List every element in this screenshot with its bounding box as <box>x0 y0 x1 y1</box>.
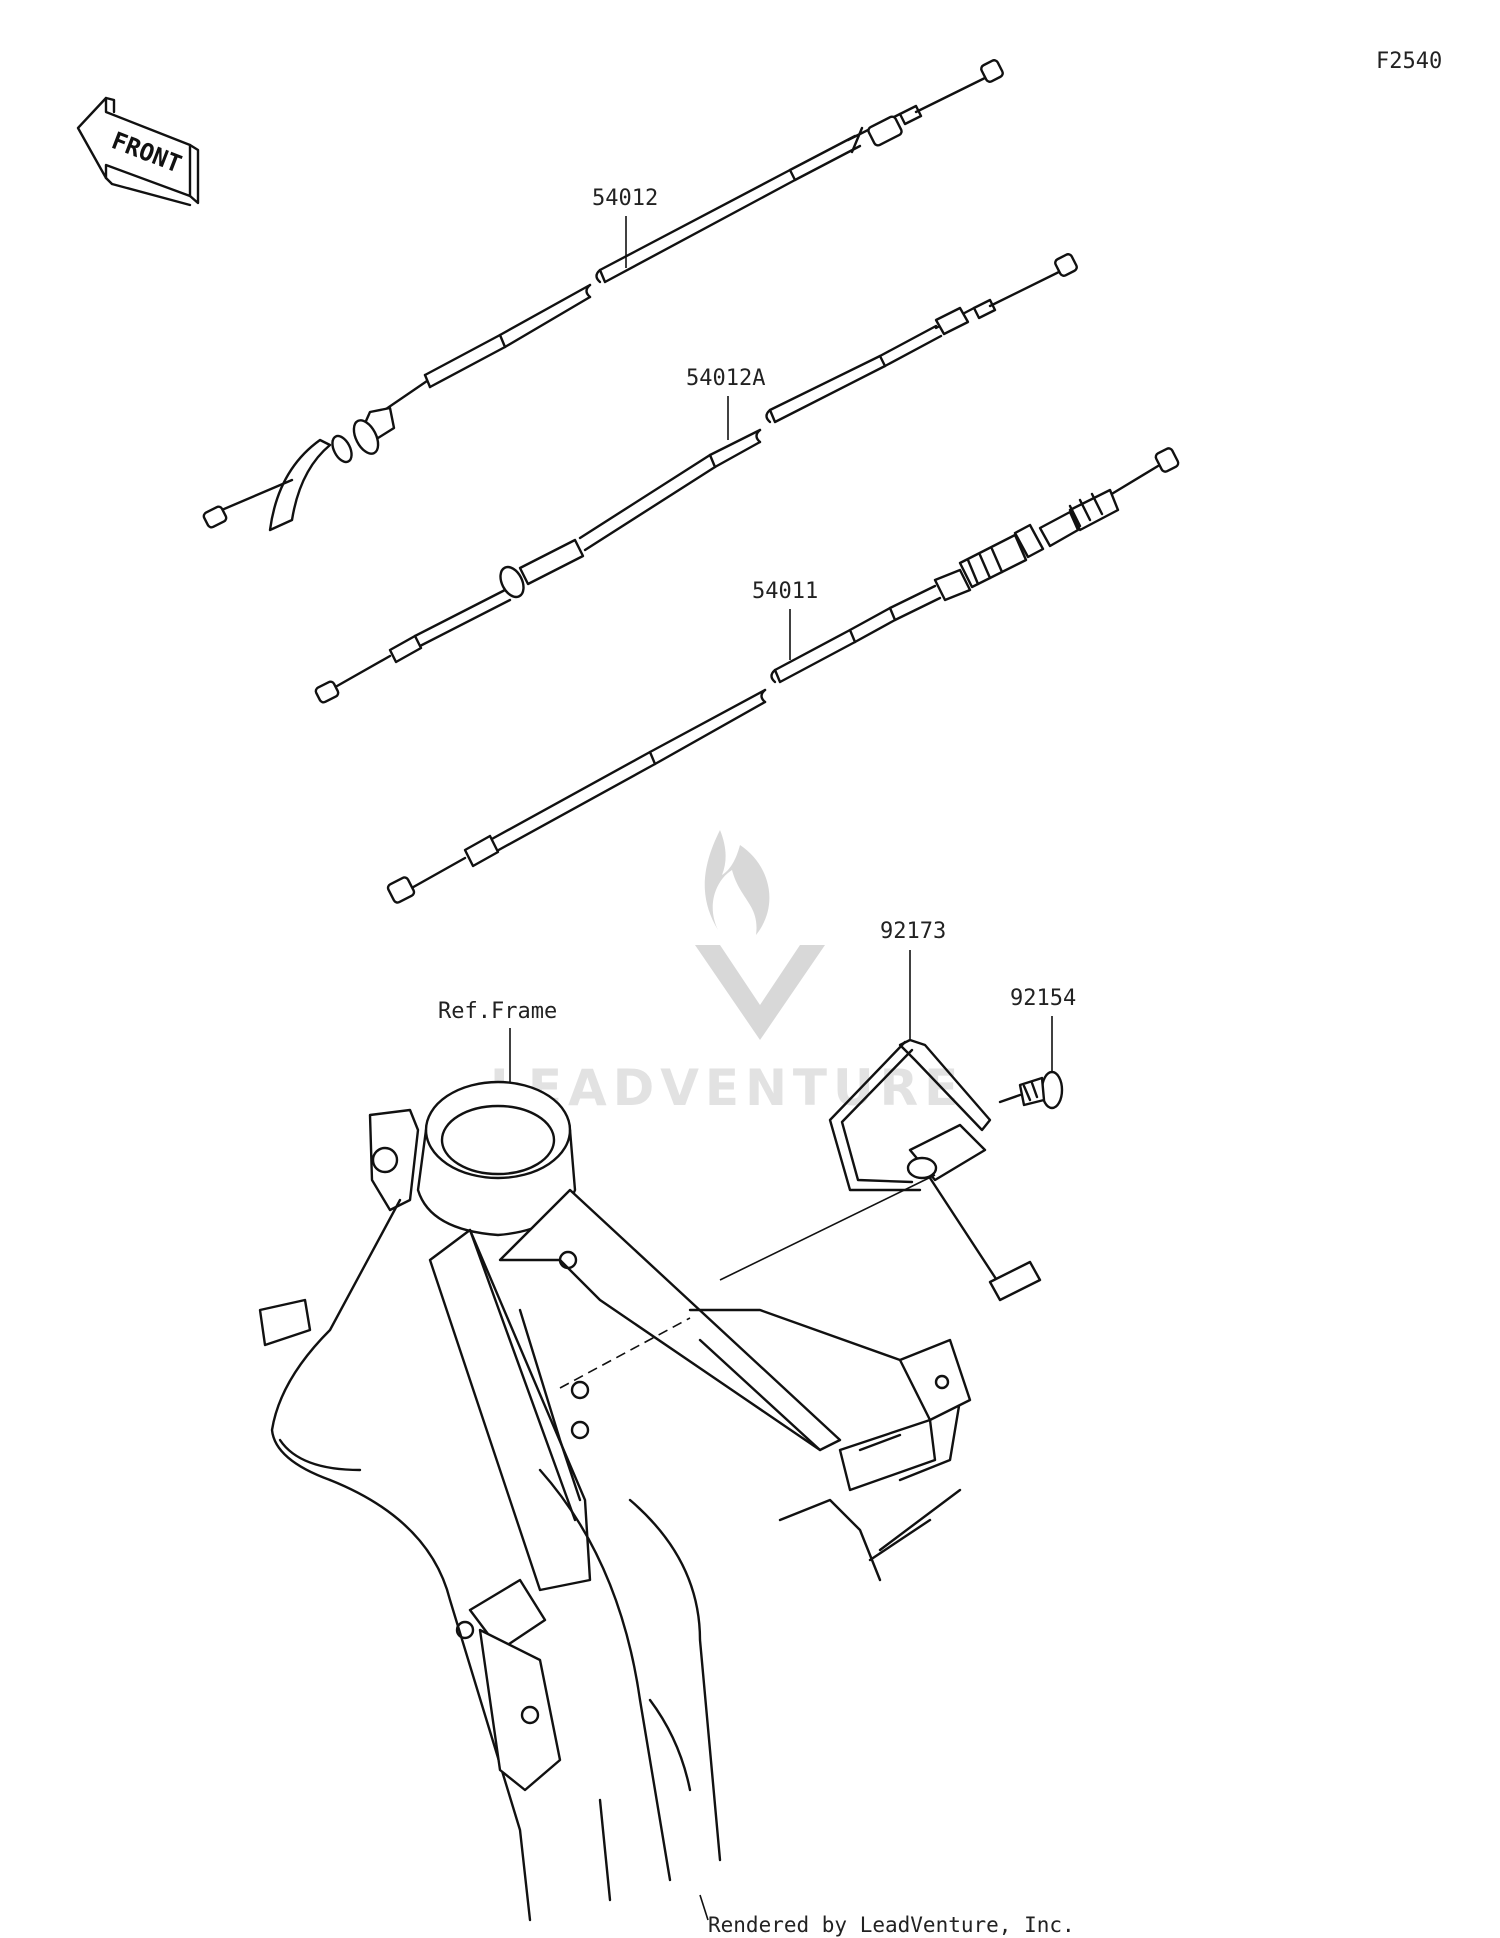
callout-92173: 92173 <box>880 919 946 944</box>
cable-54012a <box>314 253 1078 704</box>
callout-54012: 54012 <box>592 186 658 211</box>
cable-54011 <box>386 447 1180 904</box>
leader-guide-to-frame <box>719 1174 936 1281</box>
credit-leader <box>699 1894 709 1921</box>
callout-ref-frame: Ref.Frame <box>438 999 557 1024</box>
figure-code: F2540 <box>1376 49 1442 74</box>
callout-54012a: 54012A <box>686 366 765 391</box>
cable-guide-92173 <box>828 1038 1042 1302</box>
callout-92154: 92154 <box>1010 986 1076 1011</box>
frame-reference <box>258 1080 972 1922</box>
credit-text: Rendered by LeadVenture, Inc. <box>708 1913 1075 1937</box>
cable-54012 <box>202 59 1004 532</box>
callout-54011: 54011 <box>752 579 818 604</box>
front-arrow-icon: FRONT <box>76 96 200 207</box>
watermark-logo <box>695 830 825 1040</box>
bolt-92154 <box>998 1070 1064 1110</box>
